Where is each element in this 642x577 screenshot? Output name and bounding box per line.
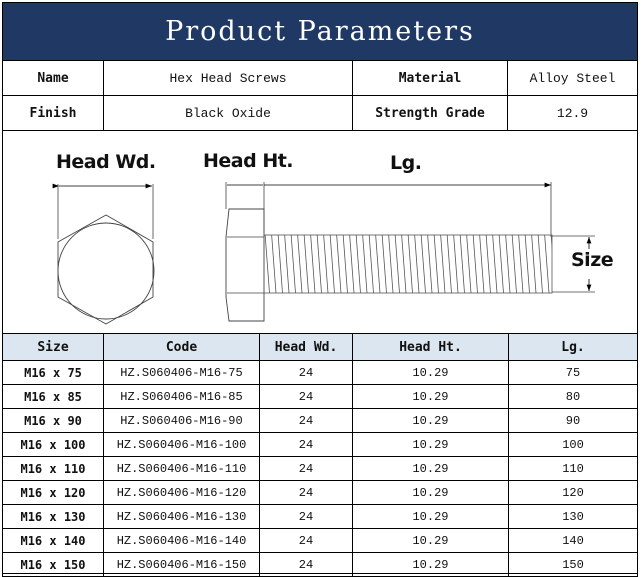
col-header-head-wd: Head Wd. — [259, 333, 353, 361]
cell-size: M16 x 130 — [2, 504, 104, 529]
cell-code: HZ.S060406-M16-130 — [103, 504, 260, 529]
grade-value: 12.9 — [507, 95, 638, 131]
cell-head-ht: 10.29 — [352, 408, 509, 433]
cell-lg: 140 — [508, 528, 638, 553]
size-label: Size — [571, 249, 614, 271]
params-table: Name Hex Head Screws Material Alloy Stee… — [2, 60, 638, 131]
finish-label: Finish — [2, 95, 104, 131]
cell-head-ht: 10.29 — [352, 504, 509, 529]
cell-head-ht: 10.29 — [352, 384, 509, 409]
cell-code: HZ.S060406-M16-120 — [103, 480, 260, 505]
cell-head-ht: 10.29 — [352, 432, 509, 457]
cell-head-wd: 24 — [259, 432, 353, 457]
material-label: Material — [352, 60, 508, 96]
cell-head-wd: 24 — [259, 408, 353, 433]
cell-size: M16 x 150 — [2, 552, 104, 577]
cell-head-ht: 10.29 — [352, 456, 509, 481]
cell-head-wd: 24 — [259, 456, 353, 481]
cell-lg: 100 — [508, 432, 638, 457]
cell-size: M16 x 120 — [2, 480, 104, 505]
cell-size: M16 x 85 — [2, 384, 104, 409]
lg-label: Lg. — [390, 152, 422, 174]
bolt-drawing-icon — [52, 182, 595, 325]
cell-size: M16 x 90 — [2, 408, 104, 433]
cell-head-wd: 24 — [259, 552, 353, 577]
cell-head-wd: 24 — [259, 384, 353, 409]
head-ht-label: Head Ht. — [203, 150, 294, 172]
cell-size: M16 x 110 — [2, 456, 104, 481]
cell-code: HZ.S060406-M16-110 — [103, 456, 260, 481]
cell-head-wd: 24 — [259, 480, 353, 505]
cell-head-ht: 10.29 — [352, 480, 509, 505]
col-header-code: Code — [103, 333, 260, 361]
cell-size: M16 x 75 — [2, 360, 104, 385]
cell-code: HZ.S060406-M16-140 — [103, 528, 260, 553]
cell-lg: 75 — [508, 360, 638, 385]
grade-label: Strength Grade — [352, 95, 508, 131]
cell-size: M16 x 100 — [2, 432, 104, 457]
specs-header-row: Size Code Head Wd. Head Ht. Lg. — [2, 333, 638, 361]
cell-code: HZ.S060406-M16-75 — [103, 360, 260, 385]
cell-head-ht: 10.29 — [352, 528, 509, 553]
specs-table: Size Code Head Wd. Head Ht. Lg. M16 x 75… — [2, 333, 638, 577]
cell-size: M16 x 140 — [2, 528, 104, 553]
params-row: Name Hex Head Screws Material Alloy Stee… — [2, 60, 638, 96]
params-row: Finish Black Oxide Strength Grade 12.9 — [2, 95, 638, 131]
head-wd-label: Head Wd. — [56, 151, 156, 173]
cell-code: HZ.S060406-M16-150 — [103, 552, 260, 577]
name-value: Hex Head Screws — [103, 60, 353, 96]
col-header-lg: Lg. — [508, 333, 638, 361]
material-value: Alloy Steel — [507, 60, 638, 96]
col-header-size: Size — [2, 333, 104, 361]
name-label: Name — [2, 60, 104, 96]
cell-lg: 150 — [508, 552, 638, 577]
cell-head-ht: 10.29 — [352, 552, 509, 577]
cell-lg: 80 — [508, 384, 638, 409]
cell-head-wd: 24 — [259, 504, 353, 529]
cell-code: HZ.S060406-M16-90 — [103, 408, 260, 433]
cell-lg: 110 — [508, 456, 638, 481]
page-title: Product Parameters — [3, 3, 637, 61]
cell-head-ht: 10.29 — [352, 360, 509, 385]
cell-code: HZ.S060406-M16-100 — [103, 432, 260, 457]
col-header-head-ht: Head Ht. — [352, 333, 509, 361]
cell-head-wd: 24 — [259, 360, 353, 385]
cell-lg: 90 — [508, 408, 638, 433]
finish-value: Black Oxide — [103, 95, 353, 131]
cell-lg: 130 — [508, 504, 638, 529]
bolt-diagram: Head Wd. Head Ht. Lg. Size — [3, 129, 637, 334]
cell-lg: 120 — [508, 480, 638, 505]
cell-head-wd: 24 — [259, 528, 353, 553]
cell-code: HZ.S060406-M16-85 — [103, 384, 260, 409]
